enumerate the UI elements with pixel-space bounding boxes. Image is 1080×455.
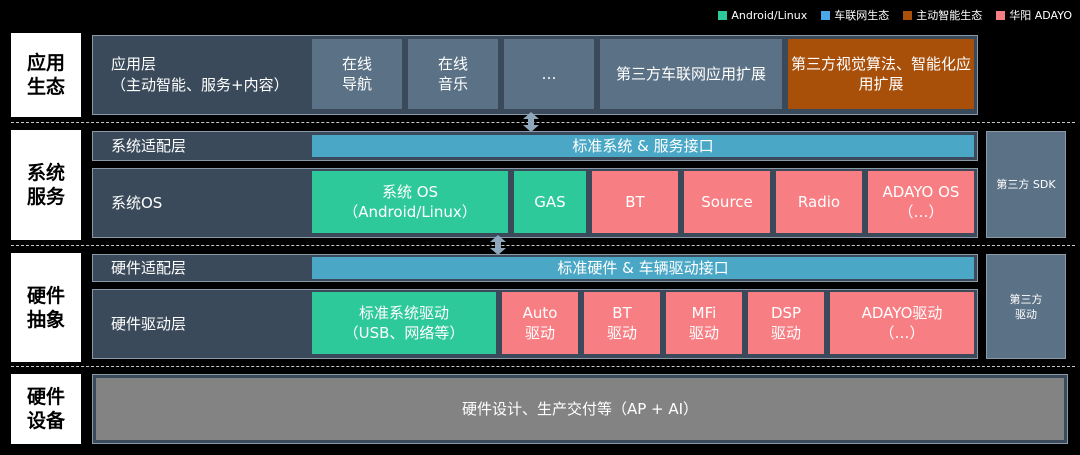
standard-system-service-interface-bar: 标准系统 & 服务接口 — [312, 135, 974, 157]
hardware-driver-label: 硬件驱动层 — [111, 314, 187, 333]
online-navigation-box: 在线 导航 — [312, 39, 402, 109]
hardware-adapter-label: 硬件适配层 — [111, 258, 187, 277]
adayo-driver-box: ADAYO驱动 （…） — [830, 292, 974, 354]
legend-item-ai: 主动智能生态 — [903, 7, 982, 23]
system-os-label: 系统OS — [111, 193, 163, 212]
legend-item-android: Android/Linux — [718, 7, 807, 23]
legend-swatch — [718, 10, 728, 20]
legend-label: 主动智能生态 — [916, 9, 983, 22]
bt-driver-box: BT 驱动 — [584, 292, 660, 354]
dsp-driver-box: DSP 驱动 — [748, 292, 824, 354]
bidirectional-arrow-icon — [523, 112, 539, 132]
third-party-vision-ai-box: 第三方视觉算法、智能化应用扩展 — [788, 39, 974, 109]
legend-item-adayo: 华阳 ADAYO — [996, 7, 1072, 23]
side-label-app: 应用 生态 — [11, 33, 81, 117]
hardware-design-production-bar: 硬件设计、生产交付等（AP + AI） — [96, 378, 1064, 440]
side-label-hardware-abstraction: 硬件 抽象 — [11, 253, 81, 362]
auto-driver-box: Auto 驱动 — [502, 292, 578, 354]
legend: Android/Linux 车联网生态 主动智能生态 华阳 ADAYO — [718, 7, 1072, 23]
online-music-box: 在线 音乐 — [408, 39, 498, 109]
section-divider — [11, 122, 1075, 123]
more-apps-box: … — [504, 39, 594, 109]
legend-swatch — [903, 10, 913, 20]
source-box: Source — [684, 171, 770, 233]
legend-item-iov: 车联网生态 — [821, 7, 889, 23]
bt-box: BT — [592, 171, 678, 233]
standard-hardware-vehicle-driver-interface-bar: 标准硬件 & 车辆驱动接口 — [312, 257, 974, 279]
legend-label: 车联网生态 — [834, 9, 890, 22]
side-label-system: 系统 服务 — [11, 130, 81, 240]
bidirectional-arrow-icon — [490, 235, 506, 255]
gas-box: GAS — [514, 171, 586, 233]
third-party-sdk-box: 第三方 SDK — [986, 131, 1066, 238]
legend-swatch — [996, 10, 1006, 20]
system-adapter-label: 系统适配层 — [111, 136, 187, 155]
section-divider — [11, 366, 1075, 367]
section-divider — [11, 245, 1075, 246]
legend-label: Android/Linux — [731, 8, 808, 22]
system-os-android-linux-box: 系统 OS （Android/Linux） — [312, 171, 508, 233]
side-label-hardware: 硬件 设备 — [11, 374, 81, 444]
third-party-driver-box: 第三方 驱动 — [986, 254, 1066, 359]
mfi-driver-box: MFi 驱动 — [666, 292, 742, 354]
radio-box: Radio — [776, 171, 862, 233]
standard-system-driver-box: 标准系统驱动 （USB、网络等） — [312, 292, 496, 354]
legend-label: 华阳 ADAYO — [1009, 9, 1072, 22]
app-layer-label: 应用层 （主动智能、服务+内容） — [111, 55, 289, 94]
legend-swatch — [821, 10, 831, 20]
adayo-os-box: ADAYO OS （…） — [868, 171, 974, 233]
third-party-iov-apps-box: 第三方车联网应用扩展 — [600, 39, 782, 109]
